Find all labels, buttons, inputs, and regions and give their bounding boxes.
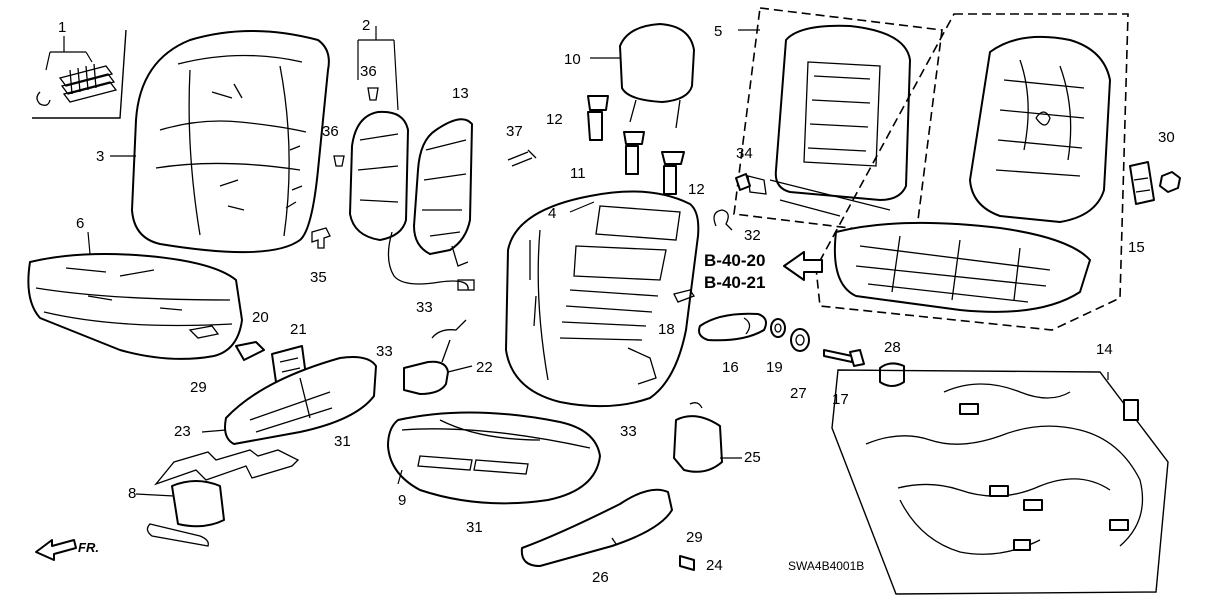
reference-b-40-21: B-40-21 [704, 273, 765, 292]
callout-14: 14 [1096, 341, 1113, 358]
callout-labels: 1 2 36 36 3 13 10 12 37 11 12 5 34 30 15… [58, 17, 1175, 586]
callout-23: 23 [174, 423, 191, 440]
callout-9: 9 [398, 492, 406, 509]
part-37-bolt [507, 149, 537, 167]
part-26-side-cover [520, 488, 673, 567]
part-25-cover [673, 402, 723, 473]
callout-29a: 29 [190, 379, 207, 396]
part-20-knob [235, 341, 265, 361]
callout-34: 34 [736, 145, 753, 162]
part-30-nut [1159, 171, 1181, 193]
seat-frame-assembly [815, 13, 1129, 331]
callout-30: 30 [1158, 129, 1175, 146]
callout-33c: 33 [620, 423, 637, 440]
callout-28: 28 [884, 339, 901, 356]
part-8-heater-mat [146, 449, 300, 547]
callout-36b: 36 [322, 123, 339, 140]
callout-29b: 29 [686, 529, 703, 546]
part-5-seatback-frame [733, 7, 943, 237]
part-23-side-trim [224, 356, 377, 445]
callout-10: 10 [564, 51, 581, 68]
part-3-seatback-cover [131, 30, 330, 254]
callout-27: 27 [790, 385, 807, 402]
callout-33b: 33 [376, 343, 393, 360]
callout-32: 32 [744, 227, 761, 244]
part-14-wire-harness [831, 369, 1169, 595]
catalog-code: SWA4B4001B [788, 559, 864, 573]
callout-25: 25 [744, 449, 761, 466]
callout-1: 1 [58, 19, 66, 36]
part-28-cap [879, 362, 905, 387]
part-24-screw [679, 555, 695, 571]
callout-21: 21 [290, 321, 307, 338]
part-2-side-airbag [333, 26, 475, 291]
part-1-clip-set [32, 29, 127, 119]
part-18-lever [673, 289, 695, 303]
part-34-clip [735, 173, 751, 191]
callout-36a: 36 [360, 63, 377, 80]
callout-3: 3 [96, 148, 104, 165]
callout-13: 13 [452, 85, 469, 102]
callout-2: 2 [362, 17, 370, 34]
callout-6: 6 [76, 215, 84, 232]
callout-15: 15 [1128, 239, 1145, 256]
part-19-washer [770, 318, 786, 338]
callout-22: 22 [476, 359, 493, 376]
callout-17: 17 [832, 391, 849, 408]
part-9-seat-cushion-pad [387, 411, 601, 505]
part-16-handle [698, 312, 767, 342]
front-marker-label: FR. [78, 540, 99, 555]
reference-b-40-20: B-40-20 [704, 251, 765, 270]
callout-11: 11 [570, 165, 586, 182]
callout-31b: 31 [466, 519, 483, 536]
front-direction-arrow [35, 539, 77, 561]
part-13-side-frame [413, 118, 473, 267]
callout-24: 24 [706, 557, 723, 574]
part-27-bushing [790, 328, 810, 352]
callout-33a: 33 [416, 299, 433, 316]
callout-5: 5 [714, 23, 722, 40]
callout-20: 20 [252, 309, 269, 326]
callout-26: 26 [592, 569, 609, 586]
callout-8: 8 [128, 485, 136, 502]
callout-18: 18 [658, 321, 675, 338]
part-32-hook [713, 209, 733, 231]
callout-12b: 12 [688, 181, 705, 198]
part-22-recliner [403, 319, 467, 395]
callout-19: 19 [766, 359, 783, 376]
part-17-bolt [823, 349, 865, 367]
callout-16: 16 [722, 359, 739, 376]
callout-35: 35 [310, 269, 327, 286]
part-10-headrest [619, 23, 695, 129]
part-4-seatback-pad [505, 190, 700, 408]
part-6-seat-cushion-cover [27, 253, 243, 360]
callout-31a: 31 [334, 433, 351, 450]
part-11-12-headrest-guides [587, 95, 685, 195]
leader-lines [87, 29, 1109, 497]
callout-37: 37 [506, 123, 523, 140]
callout-12a: 12 [546, 111, 563, 128]
part-35-clip [311, 227, 331, 249]
reference-arrow [783, 251, 823, 281]
part-15-switch [1129, 161, 1155, 205]
callout-4: 4 [548, 205, 556, 222]
